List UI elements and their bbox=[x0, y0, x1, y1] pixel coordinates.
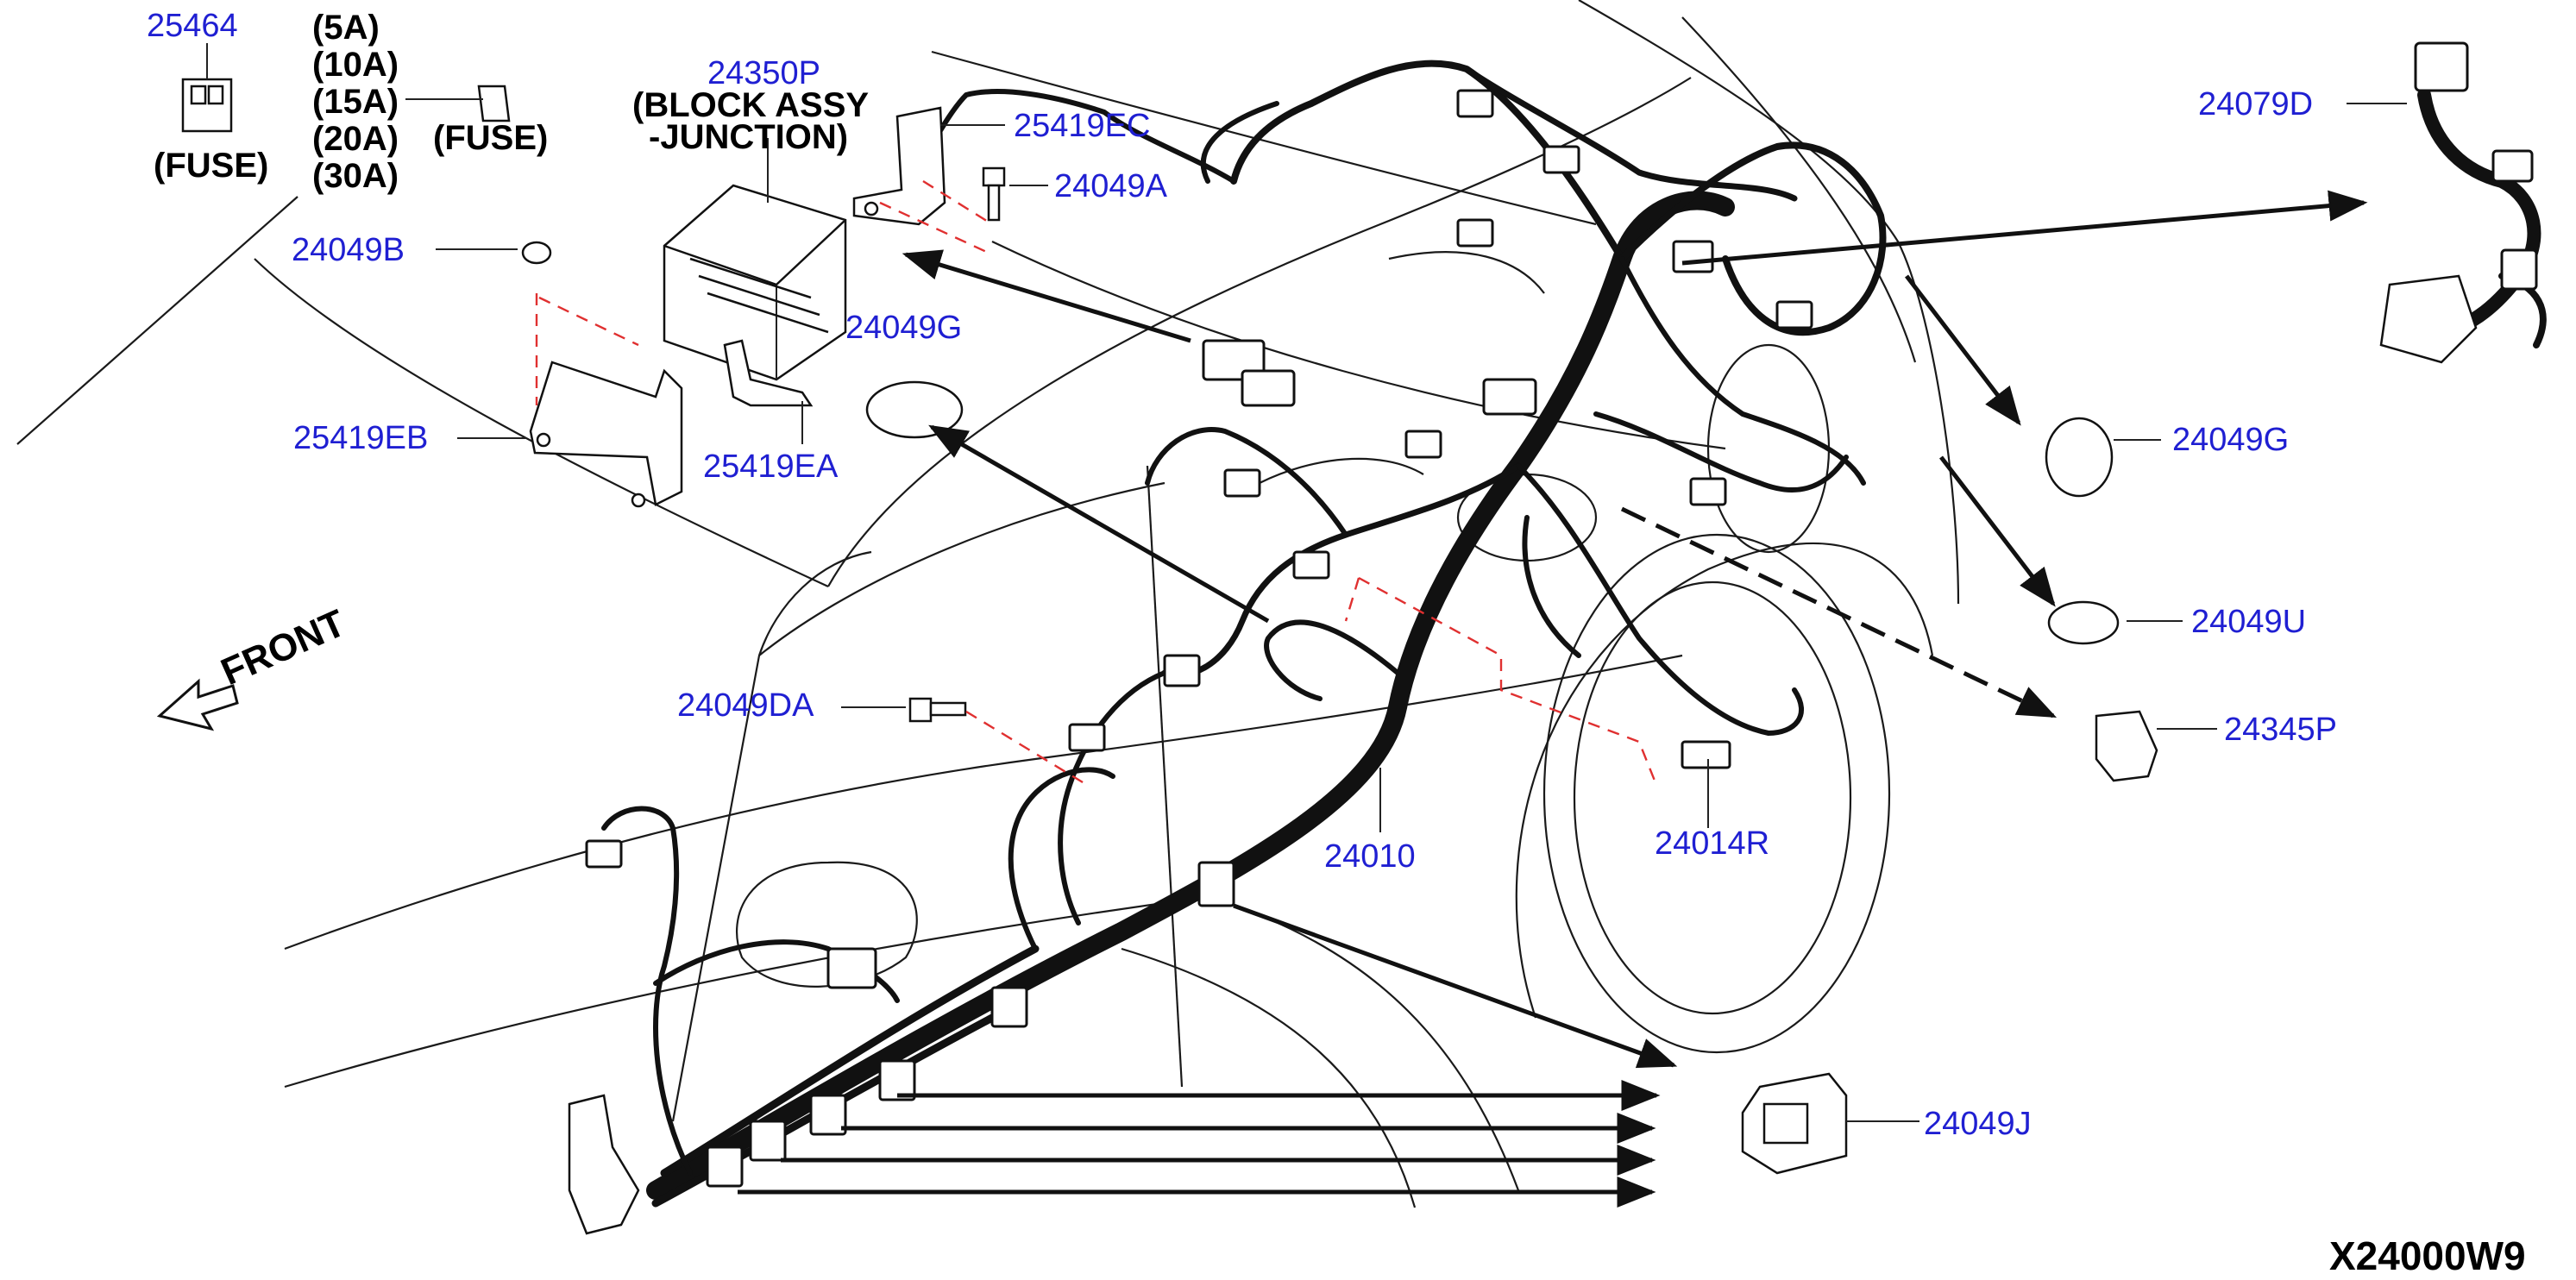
harness-connectors bbox=[568, 89, 1813, 1235]
part-number-24049a: 24049A bbox=[1054, 168, 1168, 204]
part-number-24049g-right: 24049G bbox=[2172, 422, 2289, 458]
part-number-24079d: 24079D bbox=[2198, 86, 2313, 122]
part-number-24010: 24010 bbox=[1324, 838, 1416, 875]
block-assy-label-line2: -JUNCTION) bbox=[649, 118, 848, 156]
part-number-24345p: 24345P bbox=[2224, 712, 2337, 748]
clip-24345p bbox=[2095, 710, 2217, 782]
fuse-rating-10a: (10A) bbox=[312, 46, 399, 84]
harness-24079d bbox=[2347, 41, 2547, 364]
fuse-rating-5a: (5A) bbox=[312, 9, 380, 47]
diagram-code: X24000W9 bbox=[2329, 1233, 2526, 1278]
fuse-label-left: (FUSE) bbox=[154, 147, 268, 185]
fuse-small bbox=[181, 43, 233, 133]
part-number-25419eb: 25419EB bbox=[293, 420, 428, 456]
grommet-24049g-mid bbox=[865, 380, 964, 439]
part-number-24350p: 24350P bbox=[707, 55, 820, 91]
dashed-location-lines bbox=[1344, 576, 1658, 786]
fuse-rating-20a: (20A) bbox=[312, 120, 399, 158]
fuse-small-right bbox=[405, 85, 511, 122]
block-assy-label-line1: (BLOCK ASSY bbox=[632, 86, 869, 124]
part-number-24049j: 24049J bbox=[1924, 1106, 2032, 1142]
bolt-24049da bbox=[841, 697, 1088, 787]
part-number-24049b: 24049B bbox=[292, 232, 405, 268]
bracket-25419ea bbox=[723, 339, 814, 444]
part-number-25419ea: 25419EA bbox=[703, 449, 839, 485]
part-number-24049g-mid: 24049G bbox=[845, 310, 962, 346]
fuse-label-right: (FUSE) bbox=[433, 119, 548, 157]
fuse-rating-30a: (30A) bbox=[312, 157, 399, 195]
bracket-25419eb bbox=[457, 361, 683, 508]
callout-arrows bbox=[738, 190, 2368, 1208]
grommet-24049g-right bbox=[2045, 417, 2161, 498]
fuse-rating-15a: (15A) bbox=[312, 83, 399, 121]
leader-lines bbox=[1379, 759, 1709, 832]
front-label: FRONT bbox=[215, 602, 351, 693]
bolt-24049a bbox=[982, 166, 1048, 222]
part-number-24049da: 24049DA bbox=[677, 687, 814, 724]
part-number-24014r: 24014R bbox=[1655, 825, 1769, 862]
front-direction-indicator: FRONT bbox=[156, 602, 352, 731]
main-wire-harness bbox=[601, 60, 1887, 1208]
part-number-25464: 25464 bbox=[147, 8, 238, 44]
junction-block bbox=[663, 138, 847, 381]
nut-24049b bbox=[436, 241, 639, 405]
protector-24049j bbox=[1741, 1072, 1919, 1175]
part-number-25419ec: 25419EC bbox=[1014, 108, 1150, 144]
bracket-25419ec bbox=[852, 106, 1005, 256]
fuse-rating-list: (5A) (10A) (15A) (20A) (30A) bbox=[312, 9, 399, 195]
grommet-24049u bbox=[2047, 600, 2183, 645]
part-number-24049u: 24049U bbox=[2191, 604, 2306, 640]
